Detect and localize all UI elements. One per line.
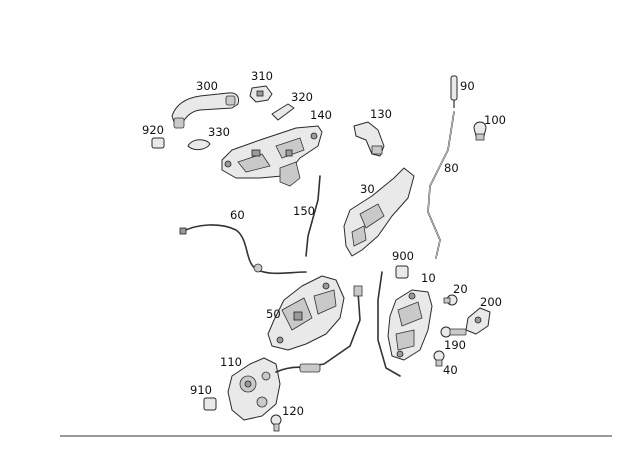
label-120: 120 — [282, 404, 304, 418]
label-330: 330 — [208, 125, 230, 139]
part-100-grommet — [473, 121, 487, 141]
part-40-screw — [433, 350, 445, 367]
label-190: 190 — [444, 338, 466, 352]
part-120-screw — [270, 414, 282, 432]
label-140: 140 — [310, 108, 332, 122]
part-130-bracket — [353, 121, 385, 157]
part-200-striker — [465, 307, 491, 335]
label-20: 20 — [453, 282, 468, 296]
part-910-pad — [203, 397, 217, 411]
label-30: 30 — [360, 182, 375, 196]
label-60: 60 — [230, 208, 245, 222]
part-90-lock-knob — [450, 75, 458, 108]
part-310-clip — [249, 85, 273, 103]
part-60-cable — [179, 224, 307, 275]
part-20-screw — [443, 294, 458, 306]
part-300-door-handle — [171, 92, 239, 129]
part-920-plug — [151, 137, 165, 149]
part-80-lock-rod — [427, 111, 455, 259]
label-920: 920 — [142, 123, 164, 137]
label-90: 90 — [460, 79, 475, 93]
label-900: 900 — [392, 249, 414, 263]
part-190-bolt — [440, 326, 467, 338]
label-10: 10 — [421, 271, 436, 285]
label-100: 100 — [484, 113, 506, 127]
label-80: 80 — [444, 161, 459, 175]
part-10-door-lock — [377, 271, 433, 377]
label-300: 300 — [196, 79, 218, 93]
label-150: 150 — [293, 204, 315, 218]
part-330-cap — [187, 139, 211, 151]
part-320-gasket — [271, 103, 295, 121]
label-130: 130 — [370, 107, 392, 121]
label-40: 40 — [443, 363, 458, 377]
part-30-lock-cover — [343, 167, 415, 257]
label-200: 200 — [480, 295, 502, 309]
part-50-lock-housing — [267, 275, 345, 351]
label-110: 110 — [220, 355, 242, 369]
part-150-rod — [305, 175, 321, 257]
part-140-handle-carrier — [221, 125, 323, 187]
label-310: 310 — [251, 69, 273, 83]
part-900-pad — [395, 265, 409, 279]
label-50: 50 — [266, 307, 281, 321]
label-320: 320 — [291, 90, 313, 104]
label-910: 910 — [190, 383, 212, 397]
part-110-actuator — [227, 357, 321, 421]
